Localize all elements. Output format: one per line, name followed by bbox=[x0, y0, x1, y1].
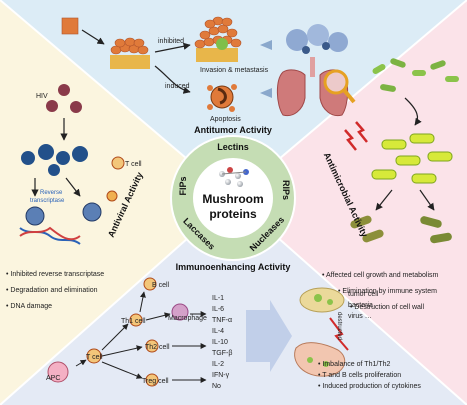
cell-cluster-icon bbox=[286, 24, 348, 54]
inhibited-label: inhibited bbox=[158, 38, 184, 45]
target-label: bacteria bbox=[348, 302, 373, 309]
small-cell-icon bbox=[61, 17, 79, 35]
rt-label-2: transcriptase bbox=[30, 198, 65, 204]
virus-cluster-icon bbox=[21, 144, 88, 176]
cytokine-list: IL-1 IL-6 TNF-α IL-4 IL-10 TGF-β IL-2 IF… bbox=[212, 295, 232, 390]
treg-cell-icon bbox=[145, 373, 159, 387]
center-title-1: Mushroom bbox=[202, 192, 263, 206]
th1-cell-icon bbox=[129, 313, 143, 327]
tumor-tissue-icon bbox=[110, 37, 150, 69]
t-cell-icon bbox=[111, 156, 125, 170]
antitumor-title: Antitumor Activity bbox=[194, 125, 272, 135]
bacteria-icon bbox=[372, 58, 459, 92]
b-cell-icon bbox=[143, 277, 157, 291]
cytokine-label: IL-2 bbox=[212, 361, 224, 368]
hiv-label: HIV bbox=[36, 93, 48, 100]
immune-cells: B cell Th1 cell Macrophage Th2 cell T ce… bbox=[46, 277, 207, 387]
arrow-left-icon bbox=[260, 88, 272, 98]
t-cell-icon bbox=[86, 348, 102, 364]
protein-class-lectins: Lectins bbox=[217, 142, 249, 152]
bullet-item: • Degradation and elimination bbox=[6, 287, 98, 294]
magnifier-icon bbox=[323, 69, 356, 104]
target-label: tumor cell bbox=[348, 291, 379, 298]
destructed-label: destructed bbox=[336, 312, 342, 340]
bullet-item: • Affected cell growth and metabolism bbox=[322, 272, 439, 279]
affected-bacteria-icon bbox=[371, 133, 453, 184]
antiviral-bullets: • Inhibited reverse transcriptase • Degr… bbox=[6, 271, 104, 310]
protein-class-rips: RIPs bbox=[281, 180, 291, 200]
dna-icon bbox=[19, 226, 81, 241]
macrophage-icon bbox=[171, 303, 189, 321]
molecule-icon bbox=[219, 167, 249, 187]
target-cell-icon bbox=[294, 287, 349, 377]
cell-label: B cell bbox=[152, 282, 170, 289]
cytokine-label: IL-6 bbox=[212, 306, 224, 313]
antiviral-quadrant bbox=[0, 0, 233, 405]
cell-label: Treg cell bbox=[142, 378, 169, 385]
induced-label: induced bbox=[165, 83, 190, 90]
cell-label: Macrophage bbox=[168, 315, 207, 322]
big-arrow-icon bbox=[246, 300, 292, 372]
cytokine-label: IFN-γ bbox=[212, 372, 230, 379]
bullet-item: • Elimination by immune system bbox=[338, 288, 437, 295]
protein-core bbox=[193, 158, 273, 238]
lightning-icon bbox=[344, 129, 357, 151]
cytokine-label: No bbox=[212, 383, 221, 390]
tumor-growth-icon bbox=[194, 16, 242, 62]
bullet-item: • Imbalance of Th1/Th2 bbox=[318, 361, 390, 368]
cell-label: T cell bbox=[86, 354, 103, 361]
apoptosis-cell-icon bbox=[207, 84, 237, 112]
cell-label: APC bbox=[46, 375, 60, 382]
bullet-item: • Induced production of cytokines bbox=[318, 383, 421, 390]
invasion-label: Invasion & metastasis bbox=[200, 67, 269, 74]
virus-icon bbox=[46, 84, 82, 113]
bullet-item: • DNA damage bbox=[6, 303, 52, 310]
cell-label: Th1 cell bbox=[121, 318, 146, 325]
arrow-left-icon bbox=[260, 40, 272, 50]
immuno-title: Immunoenhancing Activity bbox=[176, 262, 291, 272]
cytokine-label: IL-10 bbox=[212, 339, 228, 346]
lightning-icon bbox=[329, 317, 349, 351]
immuno-bullets: • Imbalance of Th1/Th2 • T and B cells p… bbox=[318, 361, 421, 390]
immuno-quadrant bbox=[0, 198, 467, 405]
damaged-bacteria-icon bbox=[350, 215, 452, 244]
th2-cell-icon bbox=[145, 339, 159, 353]
target-list: tumor cell bacteria virus … bbox=[348, 291, 379, 320]
cytokine-label: IL-1 bbox=[212, 295, 224, 302]
protein-class-fips: FIPs bbox=[178, 176, 188, 195]
tcell-label: T cell bbox=[125, 161, 142, 168]
cell-label: Th2 cell bbox=[145, 344, 170, 351]
arrow bbox=[81, 29, 105, 45]
lightning-icon bbox=[355, 121, 368, 143]
cytokine-label: TGF-β bbox=[212, 350, 232, 357]
bullet-item: • T and B cells proliferation bbox=[318, 372, 401, 379]
apoptosis-label: Apoptosis bbox=[210, 116, 241, 123]
center-title-2: proteins bbox=[209, 207, 257, 221]
cytokine-label: TNF-α bbox=[212, 317, 232, 324]
bullet-item: • Inhibited reverse transcriptase bbox=[6, 271, 104, 278]
rt-label: Reverse bbox=[40, 190, 63, 196]
apc-icon bbox=[47, 361, 69, 383]
virus-icon bbox=[25, 190, 118, 226]
antimicrobial-bullets: • Affected cell growth and metabolism • … bbox=[322, 272, 439, 311]
cytokine-label: IL-4 bbox=[212, 328, 224, 335]
target-label: virus … bbox=[348, 313, 372, 320]
bullet-item: • Destruction of cell wall bbox=[350, 304, 424, 311]
